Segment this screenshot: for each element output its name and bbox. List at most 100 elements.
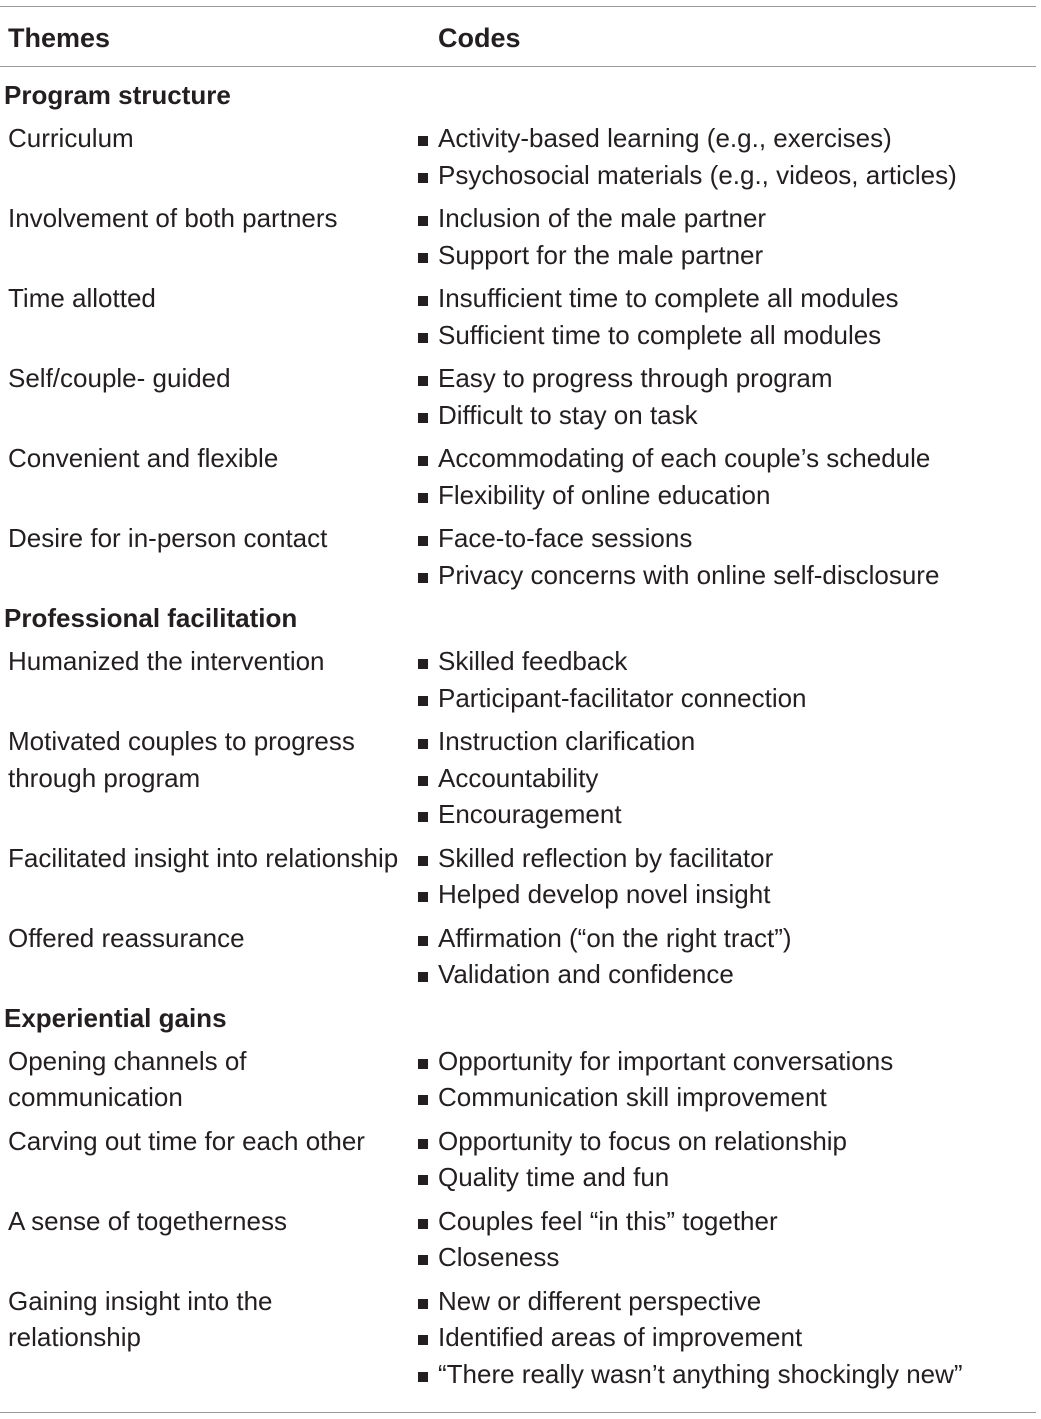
code-item: Quality time and fun: [418, 1159, 1036, 1196]
theme-cell: Self/couple- guided: [8, 363, 231, 393]
code-text: Validation and confidence: [438, 959, 734, 989]
square-bullet-icon: [418, 1175, 428, 1185]
square-bullet-icon: [418, 739, 428, 749]
code-text: Skilled feedback: [438, 646, 628, 676]
square-bullet-icon: [418, 855, 428, 866]
square-bullet-icon: [418, 412, 428, 423]
code-text: Couples feel “in this” together: [438, 1205, 778, 1236]
table-top-rule: [0, 6, 1036, 7]
theme-cell: Carving out time for each other: [8, 1125, 365, 1156]
table-header: Themes Codes: [0, 18, 1036, 58]
code-item: Communication skill improvement: [418, 1079, 1036, 1116]
code-item: Participant-facilitator connection: [418, 680, 1036, 717]
code-item: Flexibility of online education: [418, 477, 1036, 514]
code-item: Support for the male partner: [418, 237, 1036, 274]
code-item: Opportunity for important conversations: [418, 1043, 1036, 1080]
code-text: Participant-facilitator connection: [438, 682, 807, 713]
square-bullet-icon: [418, 492, 428, 503]
square-bullet-icon: [418, 252, 428, 263]
code-text: Sufficient time to complete all modules: [438, 319, 882, 350]
theme-cell: Facilitated insight into relationship: [8, 842, 399, 873]
code-item: New or different perspective: [418, 1283, 1036, 1320]
code-item: Insufficient time to complete all module…: [418, 280, 1036, 317]
code-item: Psychosocial materials (e.g., videos, ar…: [418, 157, 1036, 194]
themes-column-header: Themes: [8, 23, 111, 53]
square-bullet-icon: [418, 1298, 428, 1309]
code-item: Inclusion of the male partner: [418, 200, 1036, 237]
code-text: Insufficient time to complete all module…: [438, 283, 899, 313]
section-heading: Program structure: [4, 80, 231, 110]
code-item: Helped develop novel insight: [418, 876, 1036, 913]
code-item: Skilled feedback: [418, 643, 1036, 680]
table-row: Convenient and flexible Accommodating of …: [0, 440, 1036, 520]
section-heading: Professional facilitation: [4, 603, 298, 633]
square-bullet-icon: [418, 332, 428, 343]
code-text: Privacy concerns with online self-disclo…: [438, 559, 940, 590]
square-bullet-icon: [418, 376, 428, 386]
square-bullet-icon: [418, 536, 428, 546]
code-item: Privacy concerns with online self-disclo…: [418, 557, 1036, 594]
square-bullet-icon: [418, 216, 428, 226]
codes-cell: Affirmation (“on the right tract”)Valida…: [410, 920, 1036, 993]
theme-cell: Motivated couples to progress through pr…: [8, 726, 355, 793]
theme-cell: Time allotted: [8, 283, 156, 313]
table-row: Curriculum Activity-based learning (e.g.,…: [0, 120, 1036, 200]
square-bullet-icon: [418, 972, 428, 982]
code-text: Difficult to stay on task: [438, 399, 698, 430]
theme-cell: Convenient and flexible: [8, 443, 279, 473]
code-text: “There really wasn’t anything shockingly…: [438, 1358, 963, 1389]
table-row: Desire for in-person contact Face-to-face…: [0, 520, 1036, 600]
square-bullet-icon: [418, 1335, 428, 1345]
code-text: New or different perspective: [438, 1285, 762, 1316]
theme-cell: Curriculum: [8, 123, 134, 153]
code-item: Sufficient time to complete all modules: [418, 317, 1036, 354]
codes-cell: Activity-based learning (e.g., exercises…: [410, 120, 1036, 193]
square-bullet-icon: [418, 659, 428, 669]
code-text: Encouragement: [438, 799, 622, 829]
square-bullet-icon: [418, 812, 428, 822]
code-item: Validation and confidence: [418, 956, 1036, 993]
table-row: Self/couple- guided Easy to progress thro…: [0, 360, 1036, 440]
header-divider-rule: [0, 66, 1036, 67]
table-row: Gaining insight into the relationship New…: [0, 1283, 1036, 1400]
code-text: Psychosocial materials (e.g., videos, ar…: [438, 159, 957, 190]
code-item: Easy to progress through program: [418, 360, 1036, 397]
square-bullet-icon: [418, 1058, 428, 1069]
code-text: Accountability: [438, 762, 599, 793]
code-text: Communication skill improvement: [438, 1082, 827, 1112]
codes-column-header: Codes: [438, 23, 521, 53]
code-item: Accountability: [418, 760, 1036, 797]
code-text: Skilled reflection by facilitator: [438, 842, 774, 873]
square-bullet-icon: [418, 296, 428, 306]
theme-cell: Gaining insight into the relationship: [8, 1285, 273, 1353]
code-text: Activity-based learning (e.g., exercises…: [438, 123, 892, 153]
code-text: Opportunity for important conversations: [438, 1045, 894, 1076]
code-item: “There really wasn’t anything shockingly…: [418, 1356, 1036, 1393]
code-item: Couples feel “in this” together: [418, 1203, 1036, 1240]
code-item: Accommodating of each couple’s schedule: [418, 440, 1036, 477]
code-text: Closeness: [438, 1242, 560, 1272]
code-text: Inclusion of the male partner: [438, 203, 767, 233]
code-item: Skilled reflection by facilitator: [418, 840, 1036, 877]
theme-cell: Involvement of both partners: [8, 203, 338, 233]
code-item: Activity-based learning (e.g., exercises…: [418, 120, 1036, 157]
code-item: Encouragement: [418, 796, 1036, 833]
code-item: Face-to-face sessions: [418, 520, 1036, 557]
theme-cell: Desire for in-person contact: [8, 523, 328, 553]
square-bullet-icon: [418, 1371, 428, 1382]
code-text: Accommodating of each couple’s schedule: [438, 443, 931, 473]
code-text: Opportunity to focus on relationship: [438, 1125, 848, 1156]
square-bullet-icon: [418, 572, 428, 583]
